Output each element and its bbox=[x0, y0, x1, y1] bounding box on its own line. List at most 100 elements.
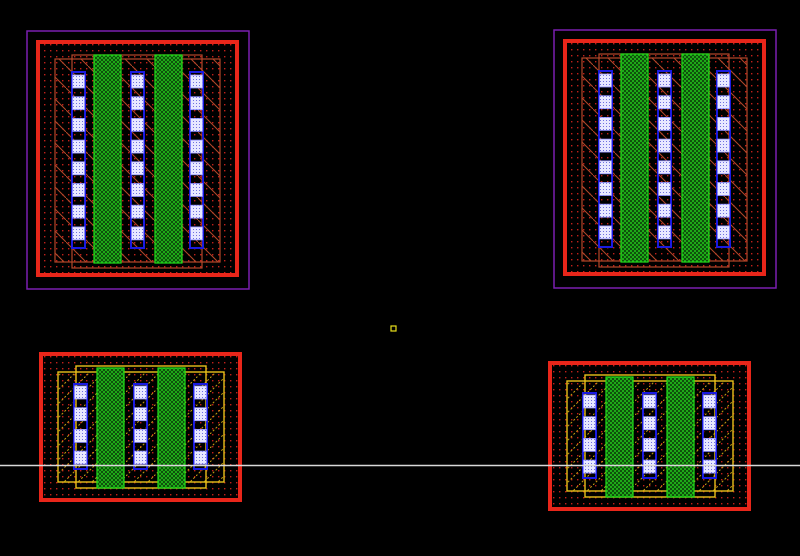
contact[interactable] bbox=[599, 95, 612, 110]
contact[interactable] bbox=[72, 226, 85, 241]
metal1-strip[interactable] bbox=[130, 71, 145, 249]
contact[interactable] bbox=[131, 96, 144, 111]
contact[interactable] bbox=[131, 74, 144, 89]
metal1-strip[interactable] bbox=[642, 392, 657, 479]
cell-top-right[interactable] bbox=[553, 29, 777, 289]
contact[interactable] bbox=[658, 73, 671, 88]
contact[interactable] bbox=[72, 139, 85, 154]
contact[interactable] bbox=[74, 385, 87, 400]
contact[interactable] bbox=[131, 161, 144, 176]
cell-bottom-right[interactable] bbox=[548, 361, 751, 511]
poly-gate[interactable] bbox=[666, 376, 695, 498]
contact[interactable] bbox=[72, 161, 85, 176]
cell-boundary[interactable] bbox=[26, 30, 250, 290]
metal1-strip[interactable] bbox=[702, 392, 717, 479]
origin-marker bbox=[390, 325, 397, 332]
metal1-strip[interactable] bbox=[133, 383, 148, 470]
contact[interactable] bbox=[583, 416, 596, 431]
contact[interactable] bbox=[643, 459, 656, 474]
cell-boundary[interactable] bbox=[553, 29, 777, 289]
contact[interactable] bbox=[599, 160, 612, 175]
contact[interactable] bbox=[717, 95, 730, 110]
contact[interactable] bbox=[190, 204, 203, 219]
contact[interactable] bbox=[703, 416, 716, 431]
contact[interactable] bbox=[703, 459, 716, 474]
contact[interactable] bbox=[583, 459, 596, 474]
metal1-strip[interactable] bbox=[73, 383, 88, 470]
cell-bottom-left[interactable] bbox=[39, 352, 242, 502]
contact[interactable] bbox=[658, 182, 671, 196]
contact[interactable] bbox=[717, 203, 730, 218]
contact[interactable] bbox=[599, 117, 612, 131]
contact[interactable] bbox=[717, 117, 730, 131]
contact[interactable] bbox=[134, 385, 147, 400]
metal1-strip[interactable] bbox=[582, 392, 597, 479]
contact[interactable] bbox=[134, 428, 147, 443]
contact[interactable] bbox=[72, 183, 85, 197]
contact[interactable] bbox=[643, 437, 656, 452]
contact[interactable] bbox=[194, 428, 207, 443]
contact[interactable] bbox=[74, 428, 87, 443]
contact[interactable] bbox=[131, 118, 144, 132]
contact[interactable] bbox=[190, 96, 203, 111]
contact[interactable] bbox=[194, 450, 207, 465]
metal1-strip[interactable] bbox=[598, 70, 613, 248]
metal1-strip[interactable] bbox=[716, 70, 731, 248]
cell-top-left[interactable] bbox=[26, 30, 250, 290]
contact[interactable] bbox=[717, 138, 730, 153]
contact[interactable] bbox=[131, 183, 144, 197]
poly-gate[interactable] bbox=[605, 376, 634, 498]
contact[interactable] bbox=[658, 95, 671, 110]
contact[interactable] bbox=[658, 160, 671, 175]
contact[interactable] bbox=[717, 73, 730, 88]
contact[interactable] bbox=[717, 160, 730, 175]
poly-gate[interactable] bbox=[681, 53, 710, 263]
contact[interactable] bbox=[190, 118, 203, 132]
contact[interactable] bbox=[599, 225, 612, 240]
contact[interactable] bbox=[658, 138, 671, 153]
contact[interactable] bbox=[134, 450, 147, 465]
contact[interactable] bbox=[190, 139, 203, 154]
metal1-strip[interactable] bbox=[189, 71, 204, 249]
metal1-strip[interactable] bbox=[657, 70, 672, 248]
contact[interactable] bbox=[599, 138, 612, 153]
contact[interactable] bbox=[703, 437, 716, 452]
contact[interactable] bbox=[658, 203, 671, 218]
contact[interactable] bbox=[658, 225, 671, 240]
metal1-strip[interactable] bbox=[71, 71, 86, 249]
contact[interactable] bbox=[190, 74, 203, 89]
contact[interactable] bbox=[190, 161, 203, 176]
contact[interactable] bbox=[131, 226, 144, 241]
contact[interactable] bbox=[131, 204, 144, 219]
contact[interactable] bbox=[599, 73, 612, 88]
contact[interactable] bbox=[72, 96, 85, 111]
contact[interactable] bbox=[72, 204, 85, 219]
poly-gate[interactable] bbox=[157, 367, 186, 489]
contact[interactable] bbox=[658, 117, 671, 131]
contact[interactable] bbox=[643, 394, 656, 409]
poly-gate[interactable] bbox=[96, 367, 125, 489]
contact[interactable] bbox=[583, 394, 596, 409]
contact[interactable] bbox=[717, 182, 730, 196]
contact[interactable] bbox=[72, 118, 85, 132]
contact[interactable] bbox=[643, 416, 656, 431]
contact[interactable] bbox=[131, 139, 144, 154]
contact[interactable] bbox=[190, 183, 203, 197]
contact[interactable] bbox=[134, 407, 147, 422]
contact[interactable] bbox=[717, 225, 730, 240]
contact[interactable] bbox=[190, 226, 203, 241]
contact[interactable] bbox=[72, 74, 85, 89]
contact[interactable] bbox=[703, 394, 716, 409]
contact[interactable] bbox=[599, 182, 612, 196]
contact[interactable] bbox=[74, 450, 87, 465]
contact[interactable] bbox=[599, 203, 612, 218]
contact[interactable] bbox=[74, 407, 87, 422]
poly-gate[interactable] bbox=[154, 54, 183, 264]
contact[interactable] bbox=[194, 385, 207, 400]
metal1-strip[interactable] bbox=[193, 383, 208, 470]
poly-gate[interactable] bbox=[620, 53, 649, 263]
contact[interactable] bbox=[583, 437, 596, 452]
poly-gate[interactable] bbox=[93, 54, 122, 264]
contact[interactable] bbox=[194, 407, 207, 422]
